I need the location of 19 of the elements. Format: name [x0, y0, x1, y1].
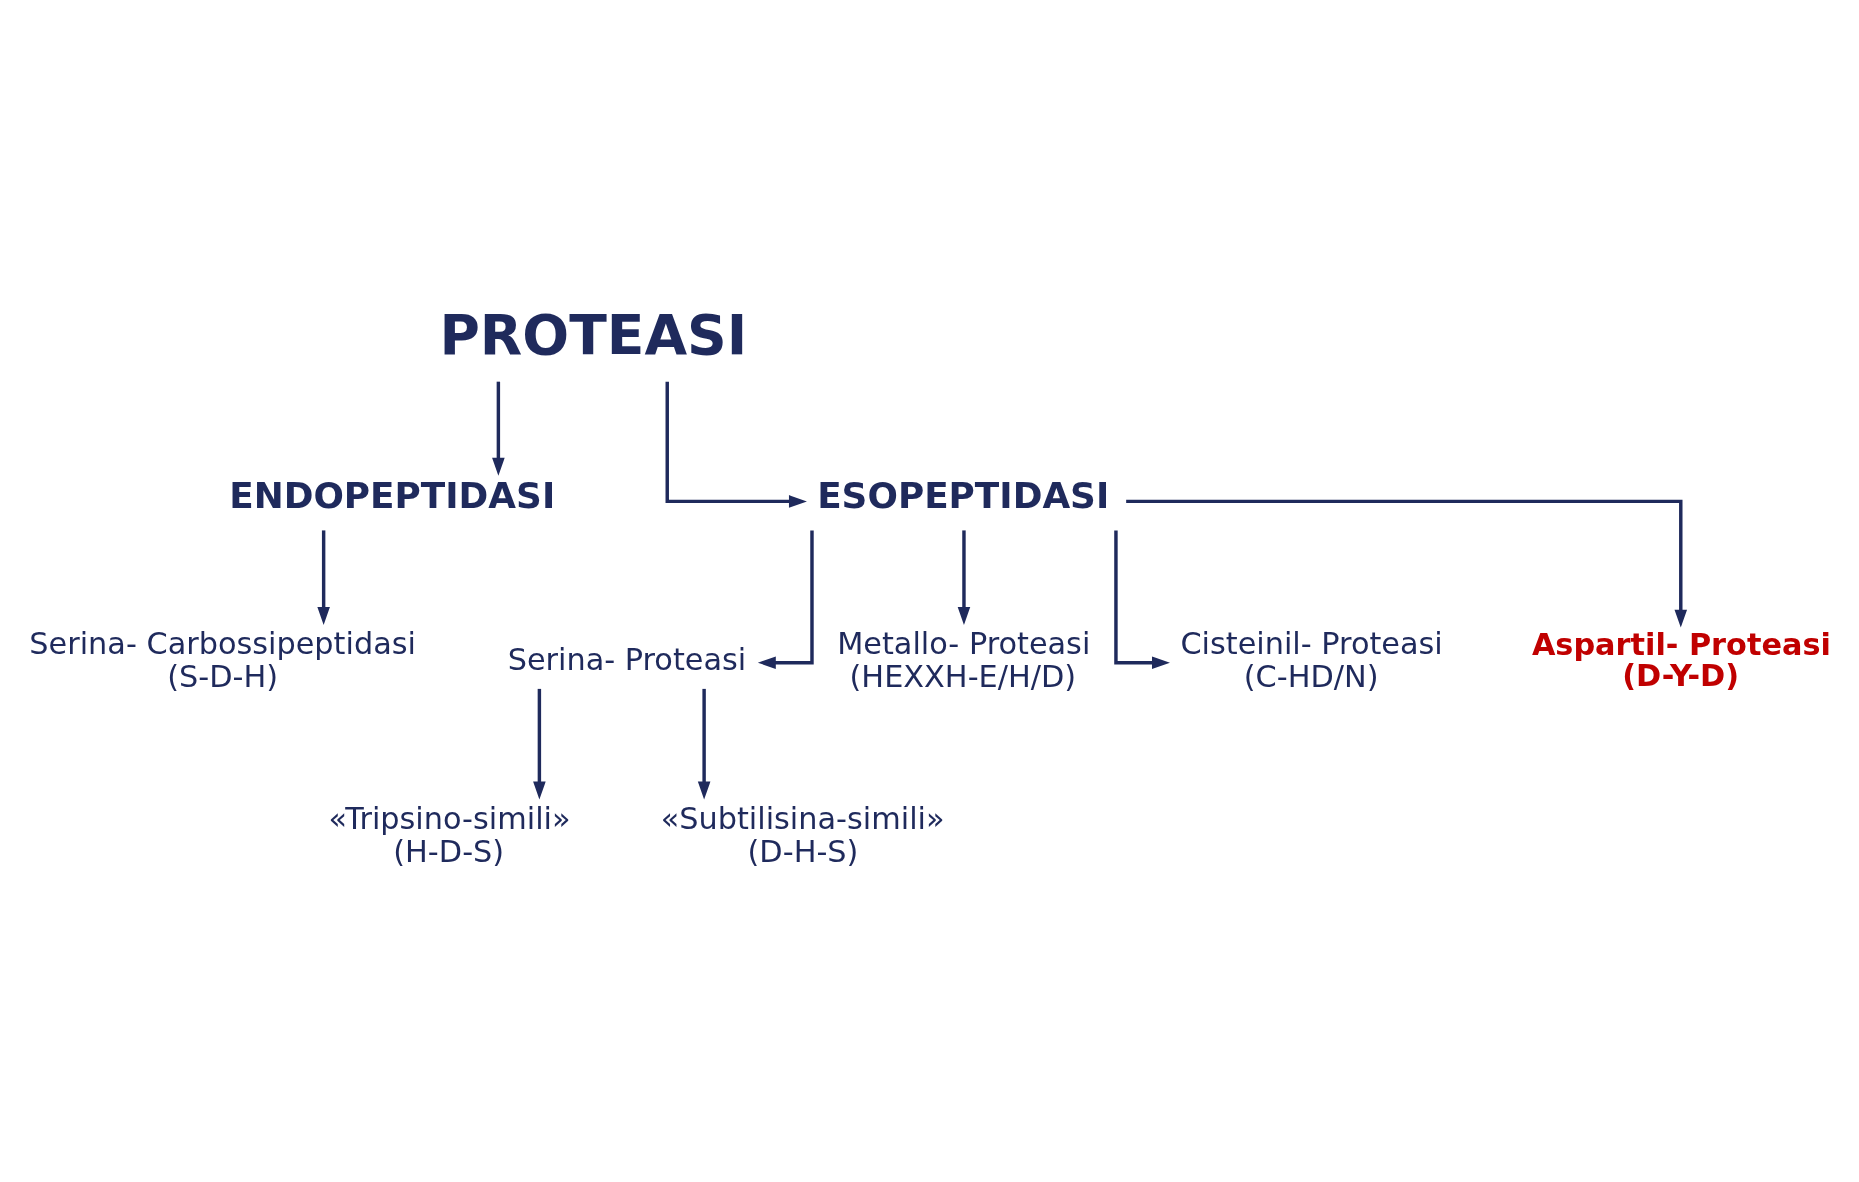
arrow [957, 530, 971, 625]
node-text: Aspartil- Proteasi (D-Y-D) [1531, 627, 1831, 693]
arrow [665, 381, 807, 508]
arrow [533, 688, 546, 800]
arrow [757, 530, 814, 669]
arrow [1114, 530, 1170, 669]
node-text: «Subtilisina-simili» (D-H-S) [660, 800, 945, 870]
node-text: «Tripsino-simili» (H-D-S) [328, 800, 571, 870]
node-text: Cisteinil- Proteasi (C-HD/N) [1180, 625, 1443, 694]
node-text: ESOPEPTIDASI [817, 475, 1110, 517]
arrow [1126, 499, 1688, 628]
arrow [492, 381, 505, 476]
node-text: Metallo- Proteasi (HEXXH-E/H/D) [837, 625, 1091, 694]
node-text: ENDOPEPTIDASI [229, 475, 556, 517]
arrow [317, 530, 330, 625]
node-text: Serina- Proteasi [507, 642, 747, 678]
node-text: Serina- Carbossipeptidasi (S-D-H) [29, 625, 416, 694]
arrow [697, 688, 711, 800]
node-text: PROTEASI [439, 302, 748, 367]
